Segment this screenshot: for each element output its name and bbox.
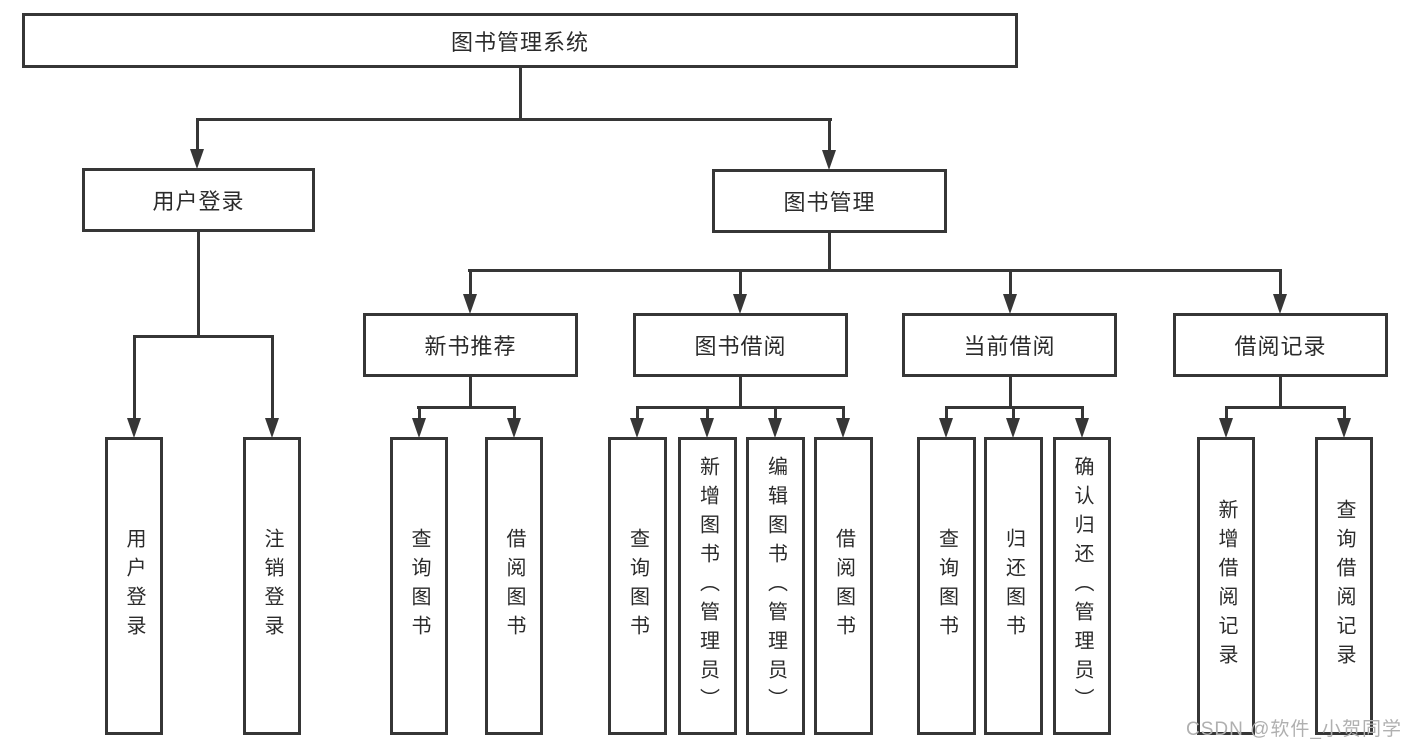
connector-stub <box>1009 269 1012 297</box>
arrow-down-icon <box>768 418 782 438</box>
leaf-borrow-books-recommend: 借阅图书 <box>485 437 543 735</box>
arrow-down-icon <box>1003 294 1017 314</box>
connector-stem <box>1279 377 1282 409</box>
connector-stub <box>739 269 742 297</box>
arrow-down-icon <box>1337 418 1351 438</box>
connector-stub <box>1081 406 1084 421</box>
arrow-down-icon <box>1219 418 1233 438</box>
connector-stub <box>513 406 516 421</box>
connector-stub <box>774 406 777 421</box>
arrow-down-icon <box>463 294 477 314</box>
node-book-management: 图书管理 <box>712 169 947 233</box>
connector-stub <box>1343 406 1346 421</box>
leaf-logout: 注销登录 <box>243 437 301 735</box>
arrow-down-icon <box>265 418 279 438</box>
connector-book-mgmt-stem <box>828 233 831 272</box>
leaf-return-books: 归还图书 <box>984 437 1043 735</box>
arrow-down-icon <box>190 149 204 169</box>
leaf-query-books-borrow: 查询图书 <box>608 437 667 735</box>
connector-stub <box>469 269 472 297</box>
node-library-management-system: 图书管理系统 <box>22 13 1018 68</box>
connector-stub <box>1012 406 1015 421</box>
connector-root-stem <box>519 68 522 121</box>
arrow-down-icon <box>733 294 747 314</box>
connector-stub <box>196 118 199 152</box>
arrow-down-icon <box>822 150 836 170</box>
connector-stem <box>739 377 742 409</box>
connector-stub <box>636 406 639 421</box>
connector-stub <box>418 406 421 421</box>
connector-stub <box>842 406 845 421</box>
leaf-query-books-current: 查询图书 <box>917 437 976 735</box>
csdn-watermark: CSDN @软件_小贺同学 <box>1186 719 1402 740</box>
connector-level2-bus <box>196 118 832 121</box>
arrow-down-icon <box>939 418 953 438</box>
leaf-query-books-recommend: 查询图书 <box>390 437 448 735</box>
leaf-borrow-books-borrow: 借阅图书 <box>814 437 873 735</box>
connector-stub <box>706 406 709 421</box>
leaf-user-login: 用户登录 <box>105 437 163 735</box>
connector-stub <box>133 335 136 421</box>
node-current-borrow: 当前借阅 <box>902 313 1117 377</box>
connector-stem <box>1009 377 1012 409</box>
arrow-down-icon <box>507 418 521 438</box>
arrow-down-icon <box>836 418 850 438</box>
connector-stub <box>1225 406 1228 421</box>
leaf-edit-books-admin: 编辑图书（管理员） <box>746 437 805 735</box>
connector-stub <box>828 118 831 152</box>
connector-stem <box>469 377 472 409</box>
arrow-down-icon <box>1075 418 1089 438</box>
connector-bus <box>1225 406 1346 409</box>
connector-bus <box>636 406 845 409</box>
connector-user-login-stem <box>197 232 200 338</box>
connector-stub <box>1279 269 1282 297</box>
connector-stub <box>945 406 948 421</box>
node-new-book-recommend: 新书推荐 <box>363 313 578 377</box>
arrow-down-icon <box>1006 418 1020 438</box>
leaf-confirm-return-admin: 确认归还（管理员） <box>1053 437 1111 735</box>
leaf-add-books-admin: 新增图书（管理员） <box>678 437 737 735</box>
node-user-login: 用户登录 <box>82 168 315 232</box>
arrow-down-icon <box>412 418 426 438</box>
connector-level3-bus <box>468 269 1281 272</box>
arrow-down-icon <box>700 418 714 438</box>
connector-stub <box>271 335 274 421</box>
arrow-down-icon <box>1273 294 1287 314</box>
connector-bus <box>417 406 516 409</box>
leaf-add-borrow-record: 新增借阅记录 <box>1197 437 1255 735</box>
node-borrow-records: 借阅记录 <box>1173 313 1388 377</box>
node-book-borrow: 图书借阅 <box>633 313 848 377</box>
arrow-down-icon <box>127 418 141 438</box>
connector-user-login-bus <box>133 335 274 338</box>
arrow-down-icon <box>630 418 644 438</box>
leaf-query-borrow-record: 查询借阅记录 <box>1315 437 1373 735</box>
